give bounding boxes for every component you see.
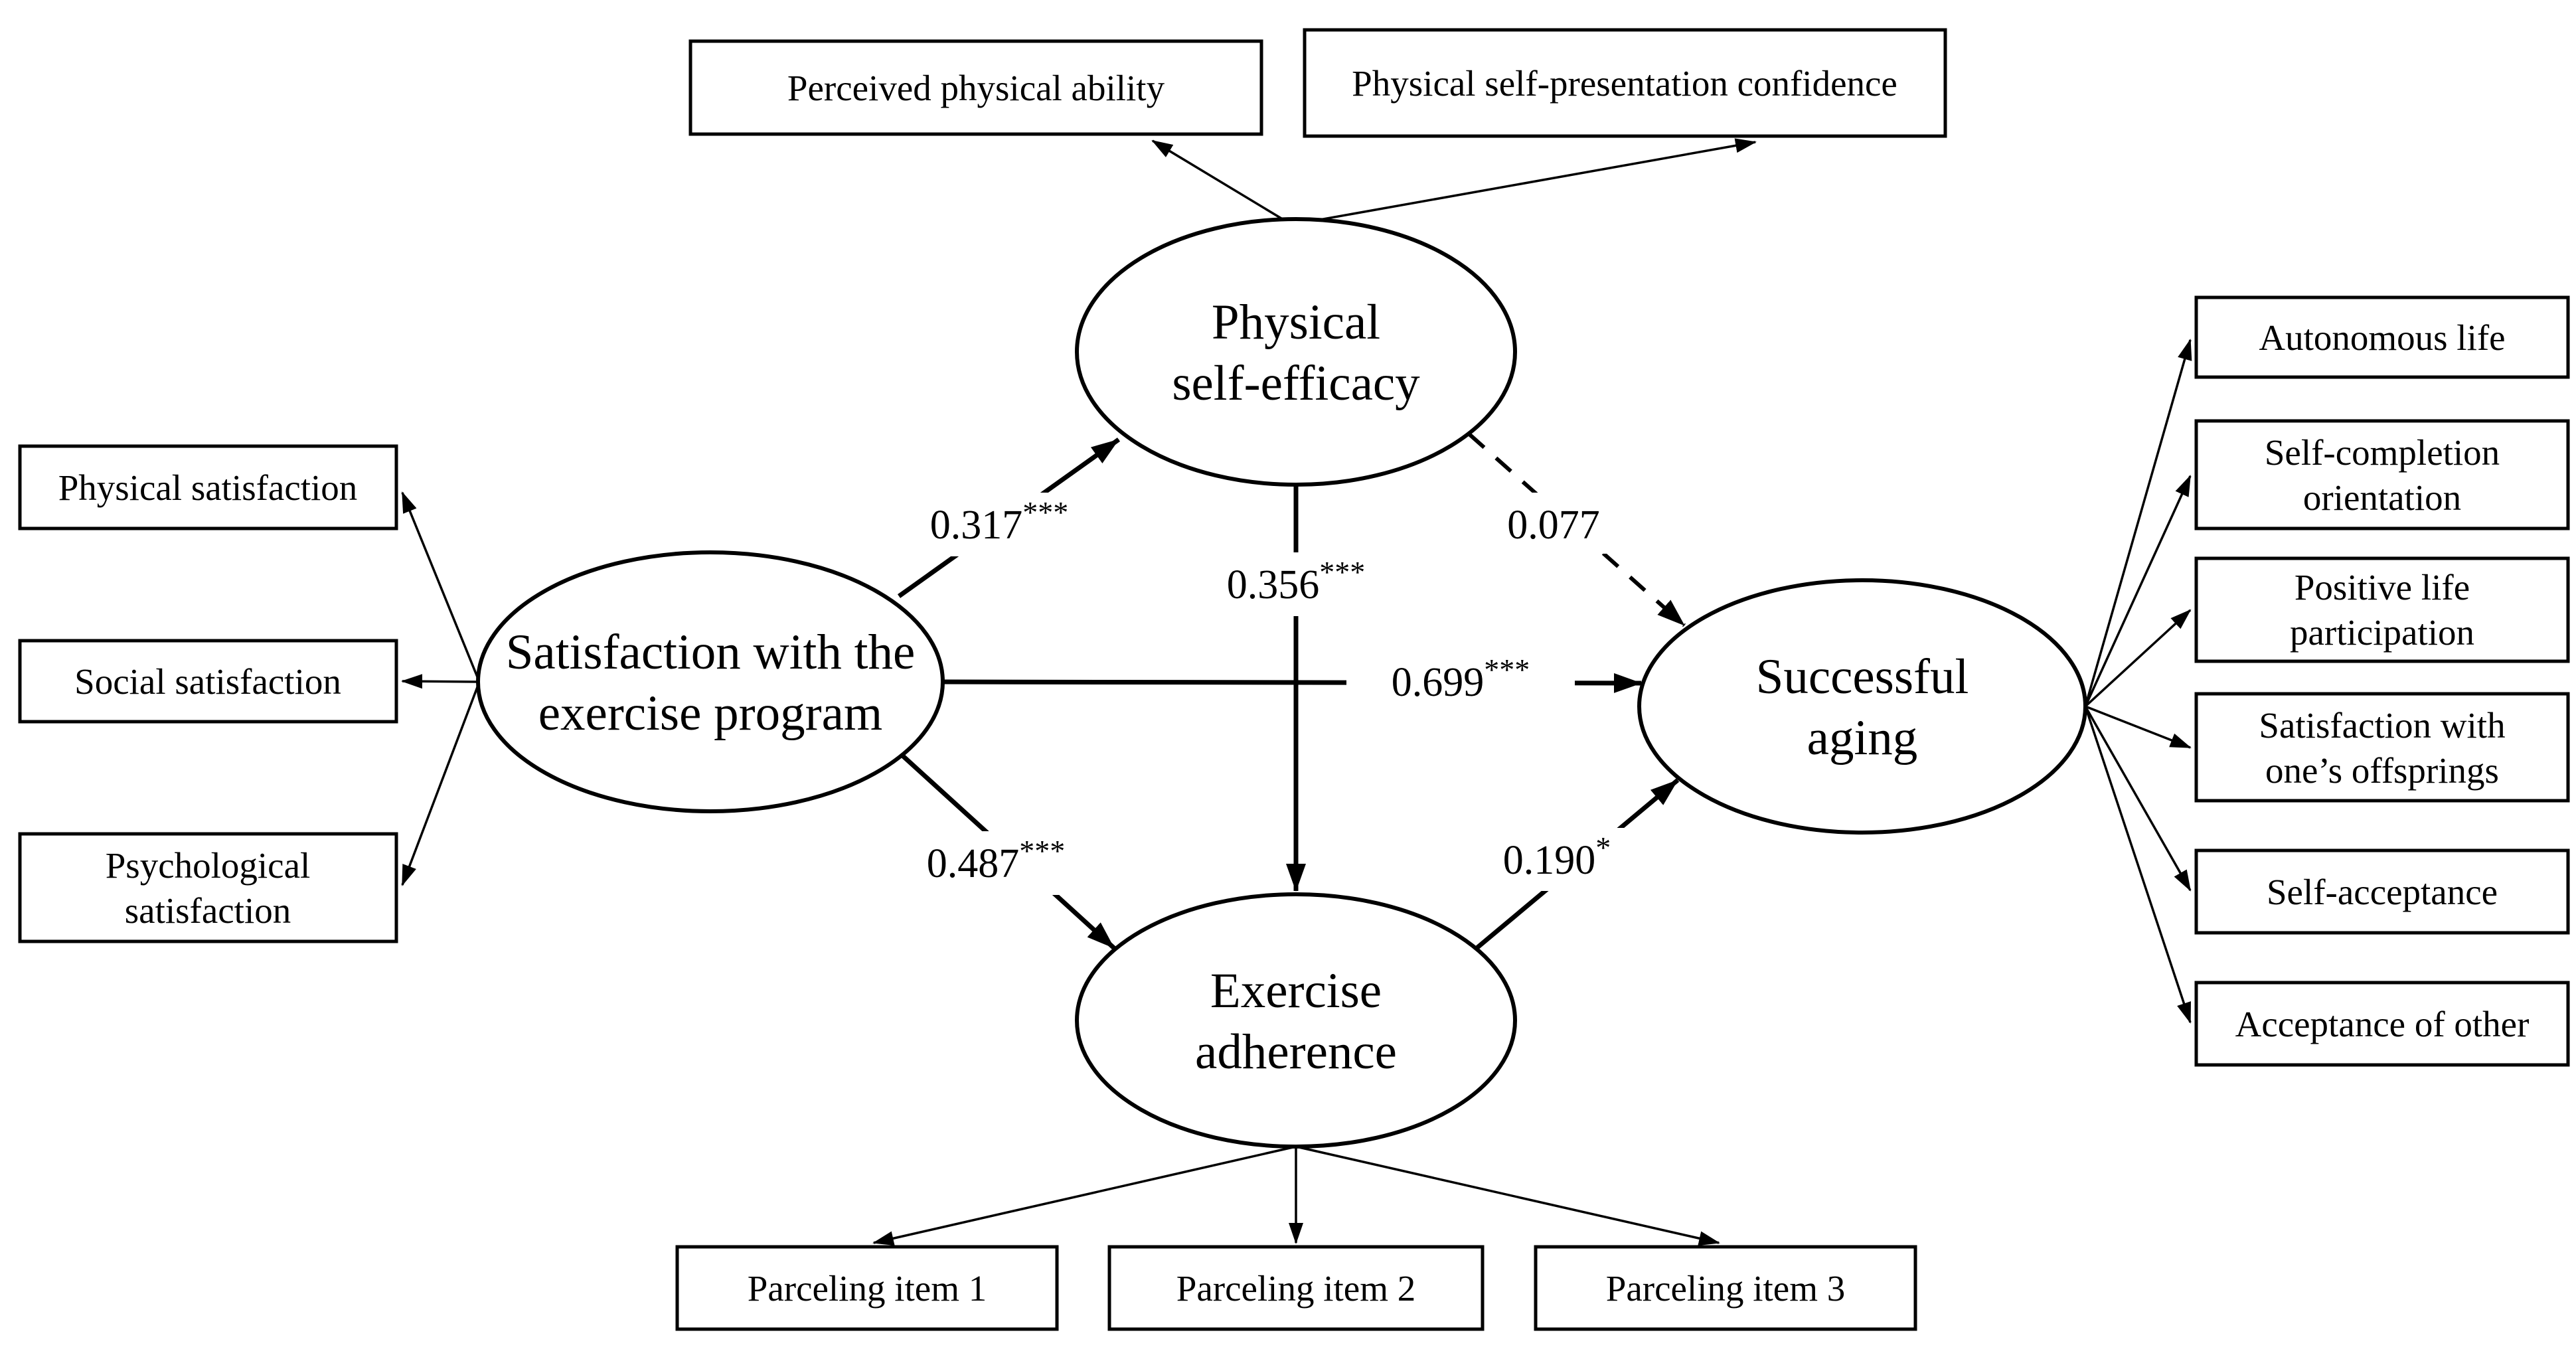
observed-label-line2: participation	[2290, 612, 2474, 653]
observed-label-line1: Psychological	[106, 845, 311, 886]
observed-box	[1107, 1245, 1485, 1331]
latent-label-line1: Successful	[1756, 649, 1969, 704]
observed-parceling-item-3: Parceling item 3	[1534, 1245, 1917, 1331]
latent-label-line1: Physical	[1212, 295, 1380, 350]
observed-label: Parceling item 1	[748, 1268, 987, 1309]
observed-acceptance-of-other: Acceptance of other	[2194, 981, 2570, 1067]
coef-pse-to-sa: 0.077	[1507, 503, 1600, 548]
observed-box	[2194, 848, 2570, 935]
latent-label-line2: aging	[1807, 710, 1918, 765]
observed-box	[18, 832, 398, 943]
observed-physical-satisfaction: Physical satisfaction	[18, 444, 398, 530]
observed-perceived-physical-ability: Perceived physical ability	[688, 39, 1263, 136]
observed-box	[2194, 981, 2570, 1067]
path-coefficient-labels: 0.317*** 0.356*** 0.077 0.699*** 0.487**…	[888, 493, 1648, 895]
latent-label-line2: adherence	[1195, 1024, 1397, 1080]
label-mask	[888, 831, 1103, 895]
arrow-ea-to-parceling-item-1	[872, 1145, 1297, 1246]
observed-label: Parceling item 3	[1606, 1268, 1845, 1309]
arrow-sa-to-self-acceptance	[2084, 706, 2192, 892]
observed-box	[675, 1245, 1059, 1331]
latent-successful-aging: Successful aging	[1637, 578, 2087, 835]
observed-label: Perceived physical ability	[787, 68, 1165, 108]
observed-label-line1: Satisfaction with	[2259, 705, 2505, 746]
observed-box	[18, 444, 398, 530]
arrow-sat-to-psychological-satisfaction	[401, 681, 481, 886]
latent-label-line2: exercise program	[538, 686, 882, 741]
latent-ellipse	[1075, 892, 1517, 1149]
observed-self-completion-orientation: Self-completion orientation	[2194, 419, 2570, 530]
observed-label-line1: Self-completion	[2265, 432, 2500, 473]
observed-label: Physical satisfaction	[58, 467, 358, 508]
latent-label-line1: Satisfaction with the	[506, 625, 916, 680]
observed-box	[1303, 28, 1947, 138]
observed-physical-self-presentation-confidence: Physical self-presentation confidence	[1303, 28, 1947, 138]
observed-label-line2: satisfaction	[125, 890, 291, 931]
arrow-sat-to-physical-satisfaction	[401, 491, 481, 682]
latent-ellipse	[1637, 578, 2087, 835]
observed-box	[18, 639, 398, 724]
observed-label-line2: one’s offsprings	[2265, 750, 2499, 791]
measurement-arrows	[401, 138, 2192, 1246]
coef-sat-to-sa: 0.699***	[1392, 653, 1530, 705]
label-mask	[1471, 493, 1637, 554]
observed-box	[2194, 295, 2570, 379]
observed-psychological-satisfaction: Psychological satisfaction	[18, 832, 398, 943]
observed-box	[2194, 556, 2570, 663]
observed-label: Social satisfaction	[74, 661, 341, 702]
observed-parceling-item-1: Parceling item 1	[675, 1245, 1059, 1331]
arrow-ea-to-parceling-item-3	[1295, 1145, 1720, 1246]
observed-autonomous-life: Autonomous life	[2194, 295, 2570, 379]
arrow-sa-to-autonomous-life	[2084, 339, 2192, 707]
coef-sat-to-ea: 0.487***	[927, 834, 1066, 886]
latent-label-line2: self-efficacy	[1172, 356, 1420, 411]
coef-pse-to-ea: 0.356***	[1227, 555, 1366, 607]
observed-label: Acceptance of other	[2235, 1004, 2530, 1044]
latent-ellipse	[1075, 217, 1517, 487]
observed-label: Physical self-presentation confidence	[1352, 63, 1897, 104]
arrow-pse-to-physical-self-presentation-confidence	[1304, 138, 1757, 224]
latent-satisfaction-exercise-program: Satisfaction with the exercise program	[476, 550, 945, 813]
latent-label-line1: Exercise	[1210, 963, 1382, 1018]
label-mask	[893, 493, 1105, 556]
arrow-sa-to-positive-life-participation	[2084, 609, 2192, 708]
coef-ea-to-sa: 0.190*	[1503, 831, 1611, 883]
observed-positive-life-participation: Positive life participation	[2194, 556, 2570, 663]
arrow-sa-to-satisfaction-with-ones-offsprings	[2085, 705, 2192, 749]
observed-box	[688, 39, 1263, 136]
arrow-sa-to-self-completion-orientation	[2084, 475, 2192, 707]
coef-sat-to-pse: 0.317***	[930, 495, 1069, 548]
observed-box	[1534, 1245, 1917, 1331]
arrow-sa-to-acceptance-of-other	[2084, 706, 2192, 1024]
arrow-pse-to-perceived-physical-ability	[1151, 139, 1289, 224]
observed-label: Autonomous life	[2259, 317, 2505, 358]
label-mask	[1466, 828, 1648, 891]
observed-box	[2194, 692, 2570, 803]
label-mask	[1188, 552, 1404, 616]
latent-exercise-adherence: Exercise adherence	[1075, 892, 1517, 1149]
arrow-sat-to-social-satisfaction	[401, 674, 480, 689]
observed-label-line2: orientation	[2303, 477, 2461, 518]
observed-self-acceptance: Self-acceptance	[2194, 848, 2570, 935]
label-mask	[1346, 649, 1575, 715]
observed-social-satisfaction: Social satisfaction	[18, 639, 398, 724]
observed-satisfaction-with-ones-offsprings: Satisfaction with one’s offsprings	[2194, 692, 2570, 803]
observed-label-line1: Positive life	[2294, 567, 2470, 607]
observed-label: Parceling item 2	[1176, 1268, 1415, 1309]
observed-box	[2194, 419, 2570, 530]
latent-physical-self-efficacy: Physical self-efficacy	[1075, 217, 1517, 487]
observed-parceling-item-2: Parceling item 2	[1107, 1245, 1485, 1331]
latent-ellipse	[476, 550, 945, 813]
observed-label: Self-acceptance	[2267, 872, 2498, 912]
